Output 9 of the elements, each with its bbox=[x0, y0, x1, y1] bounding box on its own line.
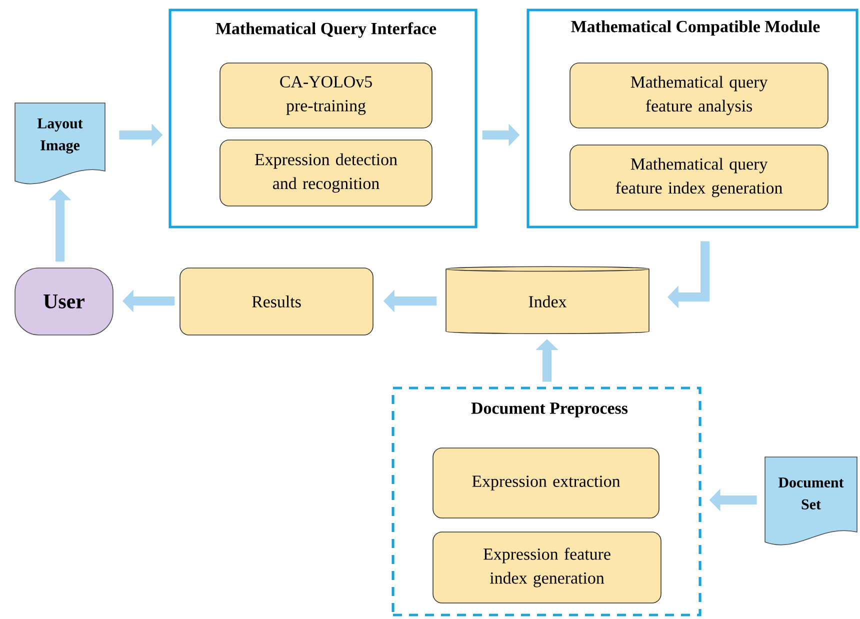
process-box: Results bbox=[180, 268, 374, 336]
process-box: Expression extraction bbox=[432, 448, 660, 518]
database-cylinder: Index bbox=[446, 266, 650, 334]
process-box: Mathematical query feature analysis bbox=[570, 62, 828, 128]
process-box: Expression feature index generation bbox=[432, 532, 662, 604]
process-box: CA-YOLOv5 pre-training bbox=[220, 62, 432, 128]
process-box: Mathematical query feature index generation bbox=[570, 144, 828, 210]
process-box: Expression detection and recognition bbox=[220, 140, 432, 206]
user-box: User bbox=[14, 268, 114, 336]
